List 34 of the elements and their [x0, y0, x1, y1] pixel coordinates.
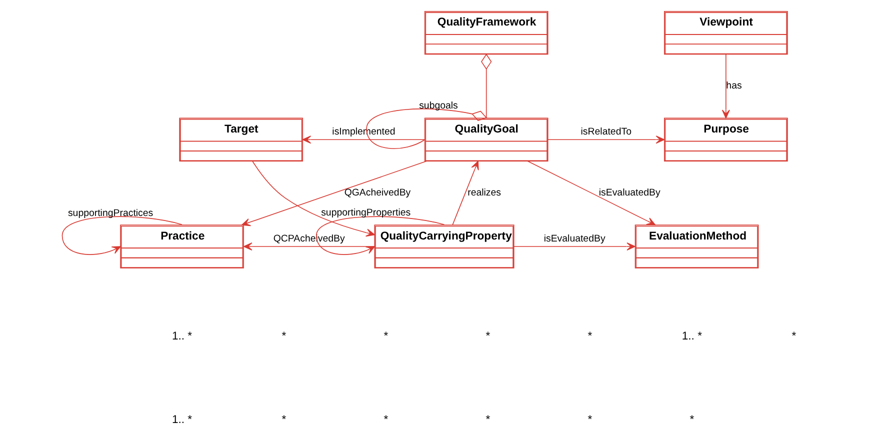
- connector: [481, 54, 492, 118]
- arrow: [452, 160, 479, 226]
- label: *: [384, 330, 388, 343]
- arrow: [527, 160, 656, 226]
- arrow: [548, 136, 665, 144]
- label: *: [282, 330, 286, 343]
- edge-label: isEvaluatedBy: [598, 188, 660, 199]
- label: *: [792, 330, 796, 343]
- edge-label: supportingPractices: [68, 208, 154, 220]
- label: *: [588, 330, 592, 343]
- label: 1.. *: [172, 330, 192, 343]
- arrow: [514, 242, 636, 251]
- label: 1.. *: [682, 330, 702, 343]
- label: *: [486, 414, 490, 426]
- edge-label: isEvaluatedBy: [544, 233, 606, 244]
- label: *: [282, 414, 286, 426]
- edge-label: isRelatedTo: [580, 126, 632, 138]
- edge-label: supportingProperties: [321, 208, 411, 219]
- label: *: [486, 330, 490, 343]
- label: *: [384, 414, 388, 426]
- edge-label: realizes: [468, 188, 502, 199]
- edge-label: QGAcheivedBy: [344, 188, 411, 199]
- edge-label: subgoals: [419, 100, 458, 112]
- arrow: [242, 160, 427, 226]
- arrow: [302, 136, 426, 144]
- label: *: [588, 414, 592, 426]
- connector: [366, 108, 488, 149]
- arrow: [252, 160, 375, 237]
- label: 1.. *: [172, 414, 192, 426]
- arrow: [316, 216, 445, 255]
- arrow: [722, 54, 730, 118]
- arrow: [62, 216, 182, 255]
- label: *: [690, 414, 694, 426]
- edge-label: has: [726, 80, 742, 92]
